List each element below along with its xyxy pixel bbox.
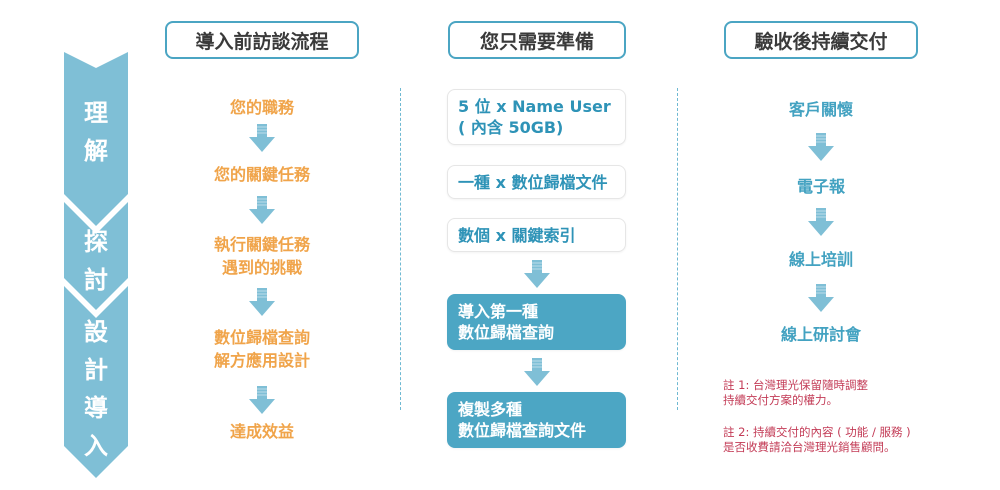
process-step-line: 達成效益 [229,422,294,441]
note-line: 持續交付方案的權力。 [723,393,838,407]
prepare-output-first: 導入第一種 數位歸檔查詢 [447,294,626,350]
stage-char: 解 [84,137,108,165]
down-arrow-icon [808,133,834,161]
prepare-item-document: 一種 x 數位歸檔文件 [447,165,626,199]
stage-label-understand: 理 解 [64,97,128,167]
down-arrow-icon [808,284,834,312]
header-deliver: 驗收後持續交付 [724,21,918,59]
prepare-output-line: 數位歸檔查詢文件 [458,421,587,440]
stage-char: 討 [84,266,108,294]
prepare-output-line: 導入第一種 [458,302,539,321]
chevron-explore [64,202,128,310]
note-line: 註 1: 台灣理光保留隨時調整 [723,378,869,392]
stage-char: 入 [84,432,108,460]
process-step-key-tasks: 您的關鍵任務 [180,163,344,186]
stage-chevrons [64,52,128,478]
down-arrow-icon [249,124,275,152]
header-prepare: 您只需要準備 [448,21,626,59]
prepare-item-line: 一種 x 數位歸檔文件 [458,172,608,192]
deliver-step-training: 線上培訓 [788,250,853,269]
stage-char: 設 [84,318,108,346]
prepare-item-index: 數個 x 關鍵索引 [447,218,626,252]
down-arrow-icon [524,260,550,288]
chevron-design [64,286,128,478]
stage-char: 導 [84,394,108,422]
deliver-step-care: 客戶關懷 [788,100,853,119]
prepare-item-line: 5 位 x Name User [458,97,611,116]
note-line: 是否收費請洽台灣理光銷售顧問。 [723,440,896,454]
down-arrow-icon [524,358,550,386]
process-step-line: 解方應用設計 [213,351,310,370]
prepare-output-line: 數位歸檔查詢 [458,323,555,342]
process-step-line: 遇到的挑戰 [221,258,302,277]
process-step-line: 您的職務 [229,98,294,117]
process-step-line: 您的關鍵任務 [213,165,310,184]
prepare-item-users: 5 位 x Name User ( 內含 50GB) [447,89,626,145]
stage-char: 計 [84,356,108,384]
deliver-step-seminar: 線上研討會 [780,325,861,344]
separator-left [400,88,401,410]
note-line: 註 2: 持續交付的內容 ( 功能 / 服務 ) [723,425,911,439]
chevron-understand [64,52,128,226]
stage-char: 理 [84,99,108,127]
prepare-item-line: ( 內含 50GB) [458,118,564,137]
process-step-benefit: 達成效益 [180,420,344,443]
down-arrow-icon [808,208,834,236]
note-1: 註 1: 台灣理光保留隨時調整 持續交付方案的權力。 [723,378,983,408]
stage-label-design: 設 計 導 入 [64,316,128,462]
stage-char: 探 [84,228,108,256]
process-step-duties: 您的職務 [180,96,344,119]
note-2: 註 2: 持續交付的內容 ( 功能 / 服務 ) 是否收費請洽台灣理光銷售顧問。 [723,425,983,455]
down-arrow-icon [249,196,275,224]
header-process: 導入前訪談流程 [165,21,359,59]
prepare-item-line: 數個 x 關鍵索引 [458,225,576,245]
separator-right [677,88,678,410]
prepare-output-line: 複製多種 [458,400,523,419]
down-arrow-icon [249,386,275,414]
process-step-solution: 數位歸檔查詢 解方應用設計 [180,326,344,372]
process-step-line: 數位歸檔查詢 [213,328,310,347]
prepare-output-copies: 複製多種 數位歸檔查詢文件 [447,392,626,448]
stage-label-explore: 探 討 [64,226,128,296]
deliver-step-newsletter: 電子報 [796,177,845,196]
process-step-line: 執行關鍵任務 [213,235,310,254]
process-step-challenges: 執行關鍵任務 遇到的挑戰 [180,233,344,279]
down-arrow-icon [249,288,275,316]
